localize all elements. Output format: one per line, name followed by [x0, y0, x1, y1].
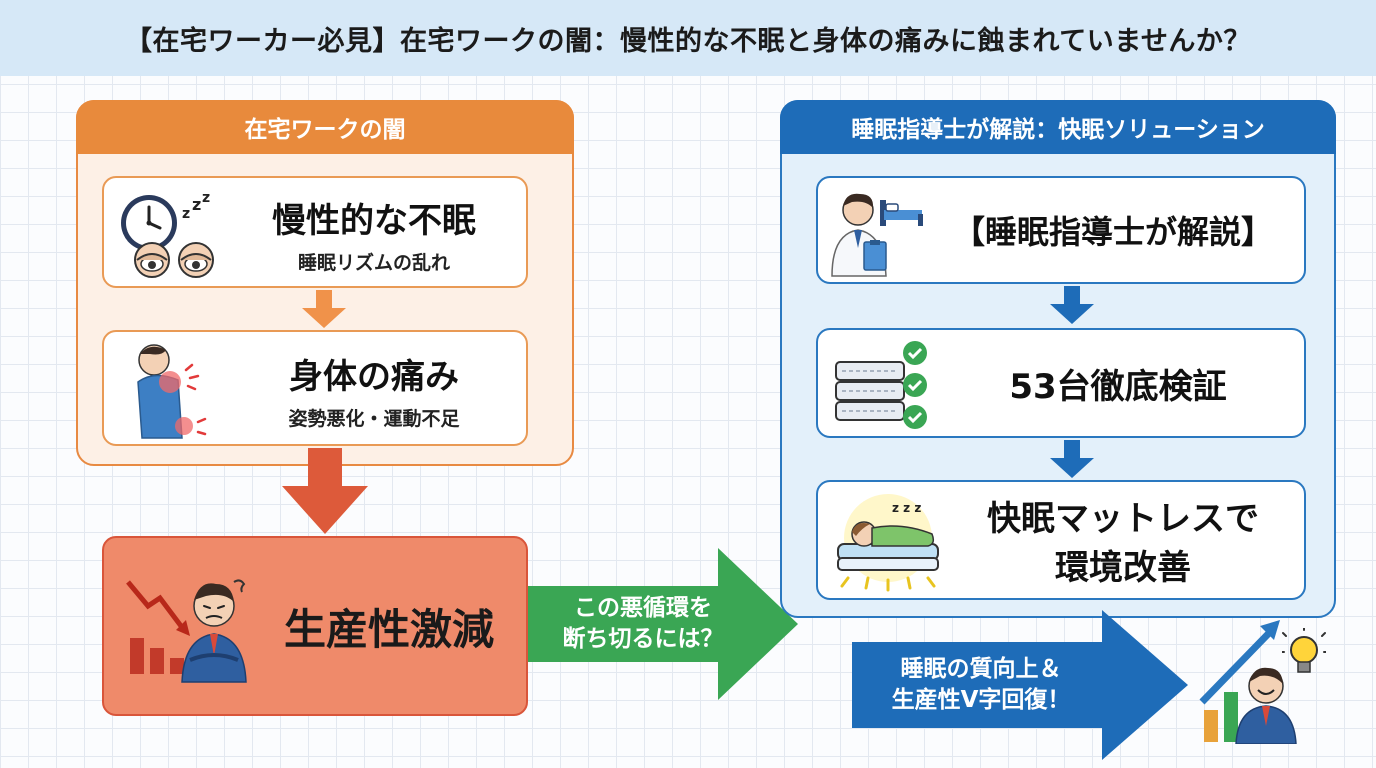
productivity-drop-box: 生産性激減 — [102, 536, 528, 716]
verification-card: 53台徹底検証 — [816, 328, 1306, 438]
mattress-line2: 環境改善 — [1055, 548, 1191, 588]
solution-panel-heading: 睡眠指導士が解説：快眠ソリューション — [780, 100, 1336, 154]
svg-text:z z z: z z z — [892, 501, 921, 515]
sleeping-person-icon: z z z — [837, 494, 939, 592]
page-title: 【在宅ワーカー必見】在宅ワークの闇：慢性的な不眠と身体の痛みに蝕まれていませんか… — [125, 25, 1251, 57]
mattress-card: z z z 快眠マットレスで 環境改善 — [816, 480, 1306, 600]
pain-card: 身体の痛み 姿勢悪化・運動不足 — [102, 330, 528, 446]
insomnia-title: 慢性的な不眠 — [272, 201, 476, 241]
result-arrow-line2: 生産性V字回復！ — [891, 687, 1071, 713]
stressed-worker-icon — [181, 579, 247, 683]
clock-icon — [121, 195, 177, 251]
insomnia-card: z z z 慢性的な不眠 睡眠リズムの乱れ — [102, 176, 528, 288]
result-arrow-blue — [852, 610, 1188, 760]
growth-chart-icon — [1199, 620, 1280, 742]
lightbulb-icon — [1282, 628, 1326, 673]
svg-text:z: z — [192, 195, 201, 214]
doctor-icon — [831, 193, 887, 277]
expert-card: 【睡眠指導士が解説】 — [816, 176, 1306, 284]
bridge-arrow-line1: この悪循環を — [574, 594, 712, 621]
svg-text:z: z — [202, 190, 210, 206]
productivity-title: 生産性激減 — [283, 604, 494, 654]
insomnia-subtitle: 睡眠リズムの乱れ — [297, 252, 450, 274]
declining-chart-icon — [126, 580, 190, 674]
down-arrow-blue-2 — [1050, 440, 1094, 478]
down-arrow-orange — [302, 290, 346, 328]
verification-title: 53台徹底検証 — [1009, 366, 1227, 407]
check-icon — [903, 373, 927, 397]
bridge-arrow-line2: 断ち切るには？ — [562, 626, 724, 652]
problem-panel-heading: 在宅ワークの闇 — [76, 100, 574, 154]
title-bar: 【在宅ワーカー必見】在宅ワークの闇：慢性的な不眠と身体の痛みに蝕まれていませんか… — [0, 0, 1376, 76]
check-icon — [903, 405, 927, 429]
mattress-stack-icon — [835, 361, 905, 421]
result-arrow-line1: 睡眠の質向上＆ — [900, 655, 1062, 682]
pain-subtitle: 姿勢悪化・運動不足 — [288, 408, 460, 430]
happy-worker-icon — [1235, 667, 1297, 744]
sleepy-eyes-icon — [134, 242, 214, 278]
expert-title: 【睡眠指導士が解説】 — [952, 213, 1273, 251]
bridge-arrow-green — [528, 548, 798, 700]
pain-title: 身体の痛み — [289, 357, 459, 397]
back-pain-icon — [137, 344, 207, 439]
down-arrow-red — [282, 448, 368, 534]
svg-text:z: z — [182, 206, 190, 222]
mattress-line1: 快眠マットレスで — [987, 499, 1259, 539]
down-arrow-blue-1 — [1050, 286, 1094, 324]
sleep-z-icon: z z z — [182, 190, 210, 222]
check-icon — [903, 341, 927, 365]
bed-icon — [880, 200, 923, 226]
